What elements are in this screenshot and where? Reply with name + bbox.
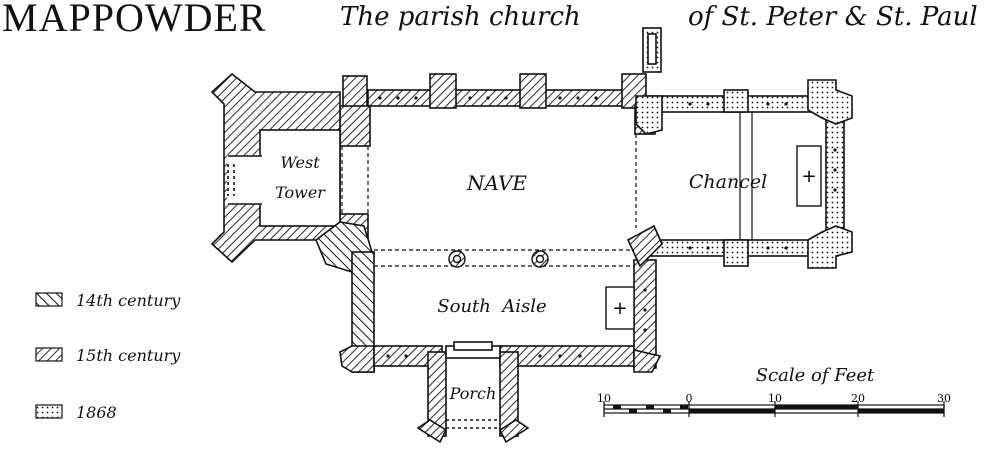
title-place: MAPPOWDER bbox=[2, 0, 267, 40]
label-west-tower-line2: Tower bbox=[275, 183, 326, 202]
scale-tick-0: 0 bbox=[686, 392, 693, 405]
scale-bar: Scale of Feet 10 0 10 20 30 bbox=[597, 365, 951, 417]
legend-label-1868: 1868 bbox=[76, 403, 117, 422]
aisle-altar: + bbox=[605, 286, 635, 330]
svg-text:+: + bbox=[801, 166, 816, 187]
legend-swatch-14th bbox=[35, 292, 63, 307]
title-subtitle-b: of St. Peter & St. Paul bbox=[688, 2, 978, 32]
legend-label-15th: 15th century bbox=[76, 346, 181, 365]
wall-window-marks bbox=[378, 96, 837, 358]
south-aisle-walls bbox=[339, 251, 662, 373]
scale-tick-10-left: 10 bbox=[597, 392, 611, 405]
nave-arcade bbox=[341, 112, 753, 267]
label-chancel: Chancel bbox=[689, 171, 767, 193]
scale-tick-20: 20 bbox=[851, 392, 865, 405]
label-nave: NAVE bbox=[466, 171, 527, 195]
porch-walls bbox=[416, 341, 530, 444]
label-south-aisle: South Aisle bbox=[437, 296, 546, 317]
west-tower bbox=[210, 72, 341, 264]
label-west-tower-line1: West bbox=[280, 153, 320, 172]
legend: 14th century 15th century 1868 bbox=[35, 291, 181, 422]
scale-tick-30: 30 bbox=[937, 392, 951, 405]
legend-swatch-1868 bbox=[35, 404, 63, 419]
scale-title: Scale of Feet bbox=[756, 365, 875, 386]
title-subtitle-a: The parish church bbox=[340, 2, 581, 32]
legend-swatch-15th bbox=[35, 347, 63, 362]
chancel-walls bbox=[626, 27, 853, 269]
chancel-altar: + bbox=[796, 145, 822, 207]
legend-label-14th: 14th century bbox=[76, 291, 181, 310]
label-porch: Porch bbox=[449, 384, 497, 403]
nave-walls bbox=[337, 73, 656, 251]
scale-tick-10: 10 bbox=[768, 392, 782, 405]
svg-text:+: + bbox=[612, 298, 627, 319]
arcade-piers bbox=[448, 250, 549, 268]
